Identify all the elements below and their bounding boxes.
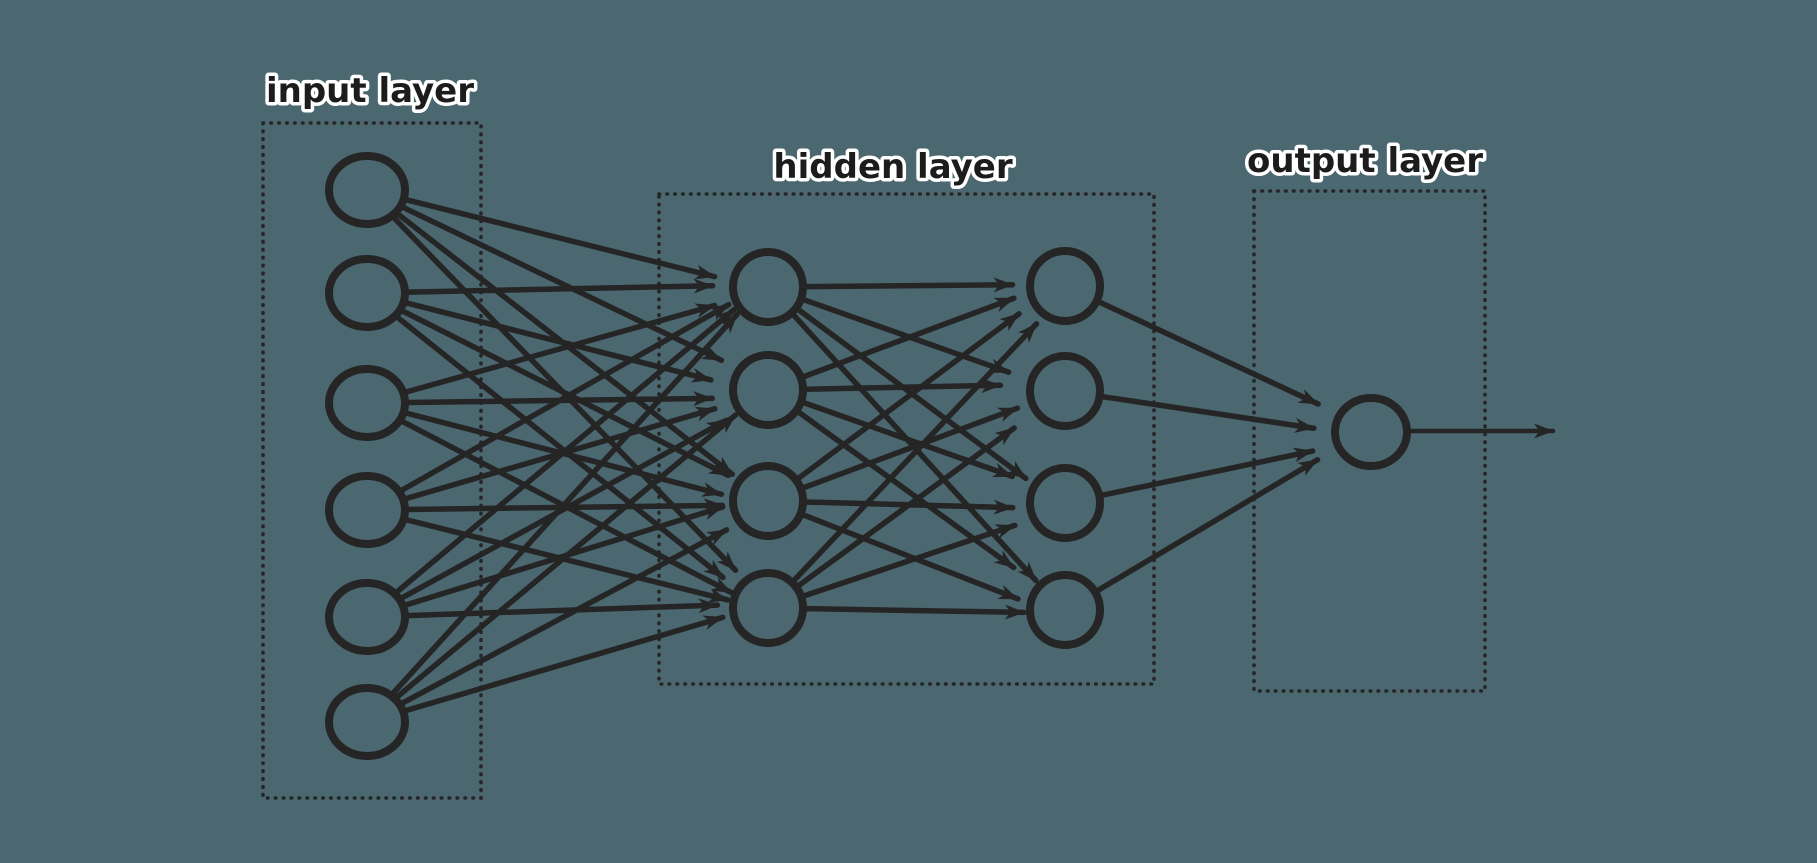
edge-hidden-1-to-hidden-2 bbox=[800, 522, 1018, 599]
input-layer-label: input layer bbox=[266, 71, 474, 111]
edge-hidden-1-to-hidden-2 bbox=[801, 405, 1021, 491]
layer-boxes bbox=[261, 121, 1487, 800]
edge-hidden-1-to-hidden-2 bbox=[791, 321, 1040, 584]
node-hidden-2-4 bbox=[1026, 571, 1104, 649]
edges bbox=[390, 197, 1556, 714]
edge-input-to-hidden-1 bbox=[404, 300, 714, 383]
edge-input-to-hidden-1 bbox=[403, 302, 718, 395]
node-hidden-1-1 bbox=[729, 248, 807, 326]
edge-hidden-2-to-output bbox=[1093, 457, 1321, 595]
edge-input-to-hidden-1 bbox=[396, 316, 726, 581]
node-input-2 bbox=[325, 255, 409, 331]
edge-hidden-1-to-hidden-2 bbox=[804, 277, 1016, 293]
edge-input-to-hidden-1 bbox=[390, 311, 740, 696]
edge-hidden-1-to-hidden-2 bbox=[796, 425, 1017, 588]
edge-input-to-hidden-1 bbox=[403, 197, 718, 280]
edge-hidden-2-to-output bbox=[1099, 447, 1316, 498]
layer-labels: input layer hidden layer output layer bbox=[262, 68, 1486, 191]
node-output-1 bbox=[1331, 394, 1411, 470]
edge-input-to-hidden-1 bbox=[400, 204, 725, 364]
edge-hidden-2-to-output bbox=[1098, 393, 1317, 433]
layer-box-input bbox=[261, 121, 483, 800]
edge-hidden-1-to-hidden-2 bbox=[796, 311, 1022, 481]
node-hidden-1-4 bbox=[729, 569, 807, 647]
edge-hidden-2-to-output bbox=[1095, 298, 1321, 407]
edge-hidden-1-to-hidden-2 bbox=[802, 378, 1004, 394]
edge-hidden-1-to-hidden-2 bbox=[800, 399, 1016, 480]
edge-input-to-hidden-1 bbox=[400, 417, 729, 600]
output-layer-label: output layer bbox=[1247, 141, 1483, 181]
hidden-layer-label: hidden layer bbox=[773, 147, 1012, 187]
edge-input-to-hidden-1 bbox=[395, 412, 739, 700]
node-input-5 bbox=[325, 579, 409, 655]
edge-input-to-hidden-1 bbox=[395, 306, 737, 594]
node-input-6 bbox=[325, 684, 409, 760]
edge-hidden-1-to-hidden-2 bbox=[804, 604, 1027, 620]
nodes bbox=[325, 152, 1411, 760]
node-hidden-2-2 bbox=[1026, 352, 1104, 430]
layer-box-output bbox=[1252, 189, 1487, 693]
node-hidden-2-1 bbox=[1026, 247, 1104, 325]
edge-input-to-hidden-1 bbox=[405, 278, 716, 295]
node-hidden-1-3 bbox=[729, 462, 807, 540]
node-input-1 bbox=[325, 152, 409, 228]
node-hidden-1-2 bbox=[729, 351, 807, 429]
edge-hidden-1-to-hidden-2 bbox=[800, 295, 1017, 380]
node-hidden-2-3 bbox=[1026, 464, 1104, 542]
node-input-3 bbox=[325, 365, 409, 441]
layer-box-hidden bbox=[657, 192, 1156, 686]
node-input-4 bbox=[325, 472, 409, 548]
edge-input-to-hidden-1 bbox=[399, 301, 732, 493]
edge-input-to-hidden-1 bbox=[400, 527, 730, 706]
edge-input-to-hidden-1 bbox=[404, 598, 721, 619]
edge-hidden-1-to-hidden-2 bbox=[796, 409, 1017, 571]
edge-input-to-hidden-1 bbox=[402, 516, 731, 603]
edge-input-to-hidden-1 bbox=[404, 614, 726, 714]
